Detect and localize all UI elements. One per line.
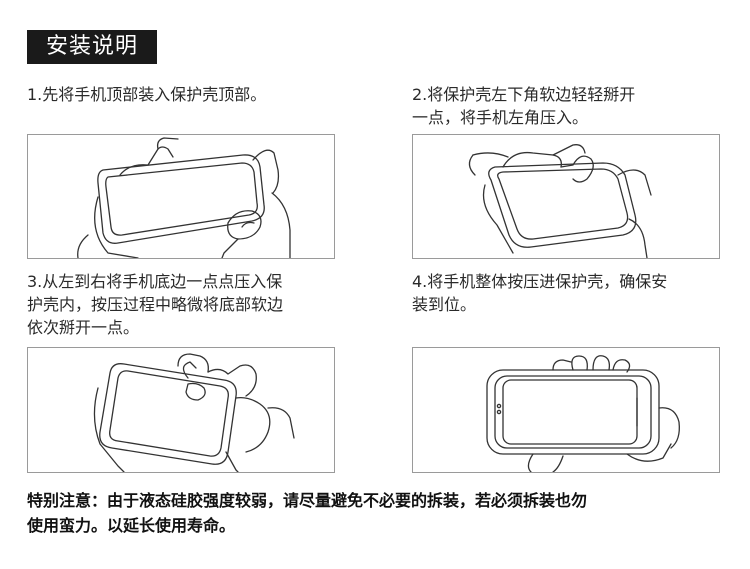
phone-top-insert-illustration: [27, 134, 335, 259]
step-3-text: 3.从左到右将手机底边一点点压入保 护壳内，按压过程中略微将底部软边 依次掰开一…: [27, 272, 284, 337]
step-2-text: 2.将保护壳左下角软边轻轻掰开 一点，将手机左角压入。: [412, 85, 636, 127]
step-4-text: 4.将手机整体按压进保护壳，确保安 装到位。: [412, 272, 668, 314]
step-1-text: 1.先将手机顶部装入保护壳顶部。: [27, 85, 267, 104]
page-title: 安装说明: [27, 30, 157, 64]
phone-full-press-illustration: [412, 347, 720, 473]
special-notice: 特别注意：由于液态硅胶强度较弱，请尽量避免不必要的拆装，若必须拆装也勿 使用蛮力…: [27, 491, 588, 535]
phone-left-corner-illustration: [412, 134, 720, 259]
phone-bottom-edge-illustration: [27, 347, 335, 473]
